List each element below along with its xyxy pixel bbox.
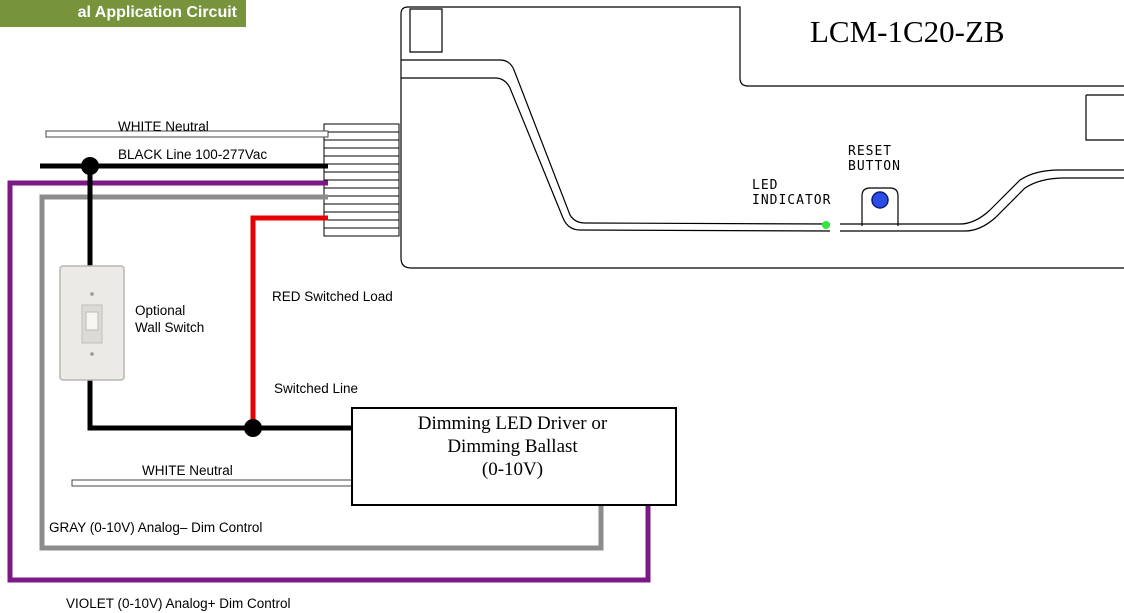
gray-dim-label: GRAY (0-10V) Analog– Dim Control [49, 520, 263, 535]
reset-button-icon[interactable] [871, 191, 889, 209]
red-switched-wire [250, 215, 328, 428]
wall-switch-label-line1: Optional [135, 303, 186, 318]
device-housing [400, 6, 1124, 269]
driver-label-line3: (0-10V) [481, 459, 544, 480]
section-title-badge: al Application Circuit [0, 0, 246, 27]
red-switched-load-label: RED Switched Load [272, 289, 393, 304]
driver-label-line1: Dimming LED Driver or [417, 413, 608, 434]
reset-label-line2: BUTTON [848, 159, 901, 174]
reset-button-label: RESET BUTTON [848, 144, 901, 174]
black-junction-top [81, 157, 99, 175]
driver-box [351, 407, 677, 506]
switched-line-label: Switched Line [274, 381, 359, 396]
driver-label-line2: Dimming Ballast [447, 436, 578, 457]
led-indicator-icon [822, 221, 830, 229]
threaded-nipple [323, 123, 400, 237]
reset-label-line1: RESET [848, 144, 893, 159]
white-neutral-wire-bottom [71, 479, 353, 487]
wall-switch-icon[interactable] [59, 265, 125, 381]
black-line-label: BLACK Line 100-277Vac [118, 147, 268, 162]
section-title: al Application Circuit [77, 4, 237, 21]
led-label-line2: INDICATOR [752, 193, 832, 208]
model-name: LCM-1C20-ZB [810, 14, 1005, 49]
black-junction-bottom [244, 419, 262, 437]
violet-wire [7, 180, 651, 583]
led-indicator-label: LED INDICATOR [752, 178, 831, 208]
gray-wire [39, 194, 604, 551]
driver-label: Dimming LED Driver or Dimming Ballast (0… [350, 412, 675, 481]
white-neutral-top-label: WHITE Neutral [118, 119, 209, 134]
white-neutral-wire-top [45, 130, 329, 138]
white-neutral-bottom-label: WHITE Neutral [142, 463, 233, 478]
led-label-line1: LED [752, 178, 779, 193]
wall-switch-label-line2: Wall Switch [135, 320, 205, 335]
wall-switch-label: Optional Wall Switch [135, 302, 204, 336]
violet-dim-label: VIOLET (0-10V) Analog+ Dim Control [66, 596, 291, 611]
